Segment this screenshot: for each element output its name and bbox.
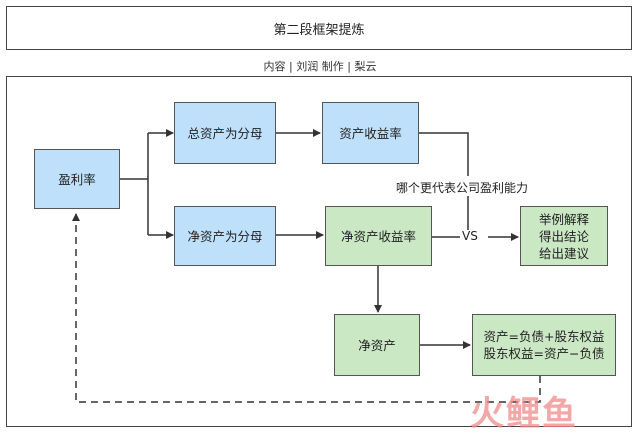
title-box: 第二段框架提炼 xyxy=(6,6,632,50)
credit-line: 内容 | 刘润 制作 | 梨云 xyxy=(263,60,377,73)
node-conclusion: 举例解释 得出结论 给出建议 xyxy=(520,206,608,266)
node-net-asset-base: 净资产为分母 xyxy=(174,206,276,266)
node-profit-rate: 盈利率 xyxy=(34,149,120,209)
connector-roa-merge xyxy=(419,132,469,176)
node-formula: 资产=负债+股东权益 股东权益=资产−负债 xyxy=(472,314,616,376)
dashed-feedback-loop xyxy=(72,213,541,403)
node-total-asset-base: 总资产为分母 xyxy=(174,102,276,164)
watermark-logo: 火鲤鱼 xyxy=(470,394,578,434)
node-roa: 资产收益率 xyxy=(322,102,419,164)
node-roe: 净资产收益率 xyxy=(325,206,432,266)
question-label: 哪个更代表公司盈利能力 xyxy=(396,181,529,195)
node-net-assets: 净资产 xyxy=(334,314,420,376)
diagram-frame xyxy=(6,76,632,427)
diagram-title: 第二段框架提炼 xyxy=(273,22,365,38)
vs-label: VS xyxy=(462,229,478,243)
